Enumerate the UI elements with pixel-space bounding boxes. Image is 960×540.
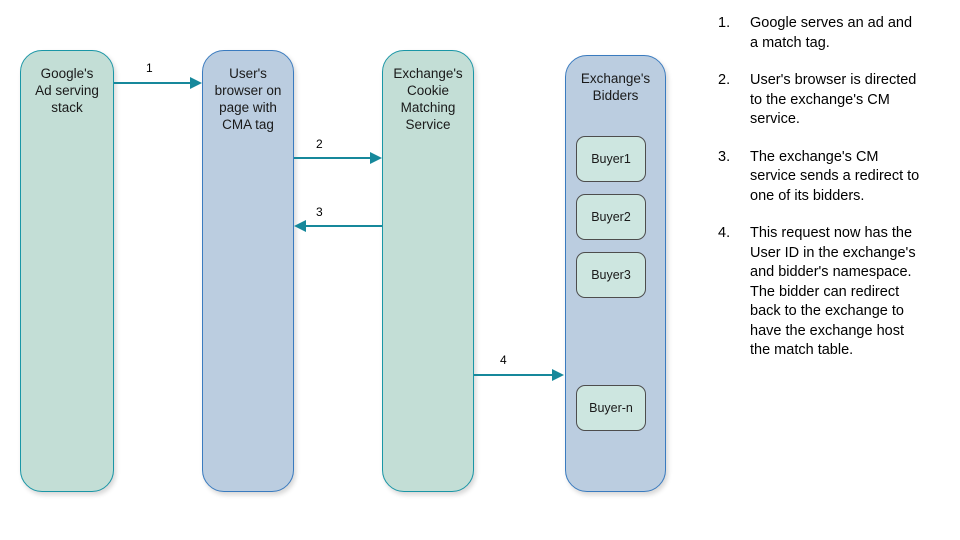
bidder-box-buyer3[interactable]: Buyer3 <box>576 252 646 298</box>
step-number-3: 3. <box>718 148 731 165</box>
step-text-3: The exchange's CM service sends a redire… <box>750 148 920 204</box>
bidder-label-buyer2: Buyer2 <box>591 209 631 224</box>
step-item-3: 3. The exchange's CM service sends a red… <box>708 148 950 207</box>
lane-label-exchange-bidders: Exchange's Bidders <box>580 71 651 103</box>
arrow-1-line <box>114 82 192 84</box>
step-number-1: 1. <box>718 15 731 31</box>
arrow-2-line <box>294 157 372 159</box>
step-number-4: 4. <box>718 225 731 241</box>
step-text-1: Google serves an ad and a match tag. <box>750 15 913 51</box>
step-number-2: 2. <box>718 72 731 88</box>
bidder-box-buyer2[interactable]: Buyer2 <box>576 194 646 240</box>
step-item-1: 1. Google serves an ad and a match tag. <box>708 14 950 53</box>
arrow-3-head-icon <box>294 219 306 232</box>
arrow-3-line <box>306 225 382 227</box>
arrow-1-head-icon <box>190 76 202 89</box>
bidder-label-buyer3: Buyer3 <box>591 267 631 282</box>
lane-label-google-ad-serving-stack: Google's Ad serving stack <box>35 66 99 115</box>
bidder-label-buyer1: Buyer1 <box>591 151 631 166</box>
arrow-4-label: 4 <box>500 353 507 367</box>
arrow-3-label: 3 <box>316 205 323 219</box>
arrow-1-label: 1 <box>146 61 153 75</box>
arrow-4-line <box>474 374 554 376</box>
step-text-4: This request now has the User ID in the … <box>750 225 916 358</box>
lane-label-users-browser: User's browser on page with CMA tag <box>214 66 282 132</box>
bidder-box-buyer1[interactable]: Buyer1 <box>576 136 646 182</box>
arrow-4-head-icon <box>552 368 564 381</box>
step-item-4: 4. This request now has the User ID in t… <box>708 224 950 361</box>
steps-legend: 1. Google serves an ad and a match tag. … <box>700 0 960 540</box>
arrow-2-head-icon <box>370 151 382 164</box>
step-item-2: 2. User's browser is directed to the exc… <box>708 71 950 130</box>
bidder-box-buyer-n[interactable]: Buyer-n <box>576 385 646 431</box>
arrow-2-label: 2 <box>316 137 323 151</box>
bidder-label-buyer-n: Buyer-n <box>589 400 633 415</box>
cookie-matching-diagram: Google's Ad serving stack User's browser… <box>20 50 666 492</box>
lane-google-ad-serving-stack[interactable]: Google's Ad serving stack <box>20 50 114 492</box>
step-text-2: User's browser is directed to the exchan… <box>750 72 917 127</box>
lane-label-exchange-cookie-matching-service: Exchange's Cookie Matching Service <box>393 66 463 132</box>
lane-exchange-cookie-matching-service[interactable]: Exchange's Cookie Matching Service <box>382 50 474 492</box>
lane-users-browser[interactable]: User's browser on page with CMA tag <box>202 50 294 492</box>
